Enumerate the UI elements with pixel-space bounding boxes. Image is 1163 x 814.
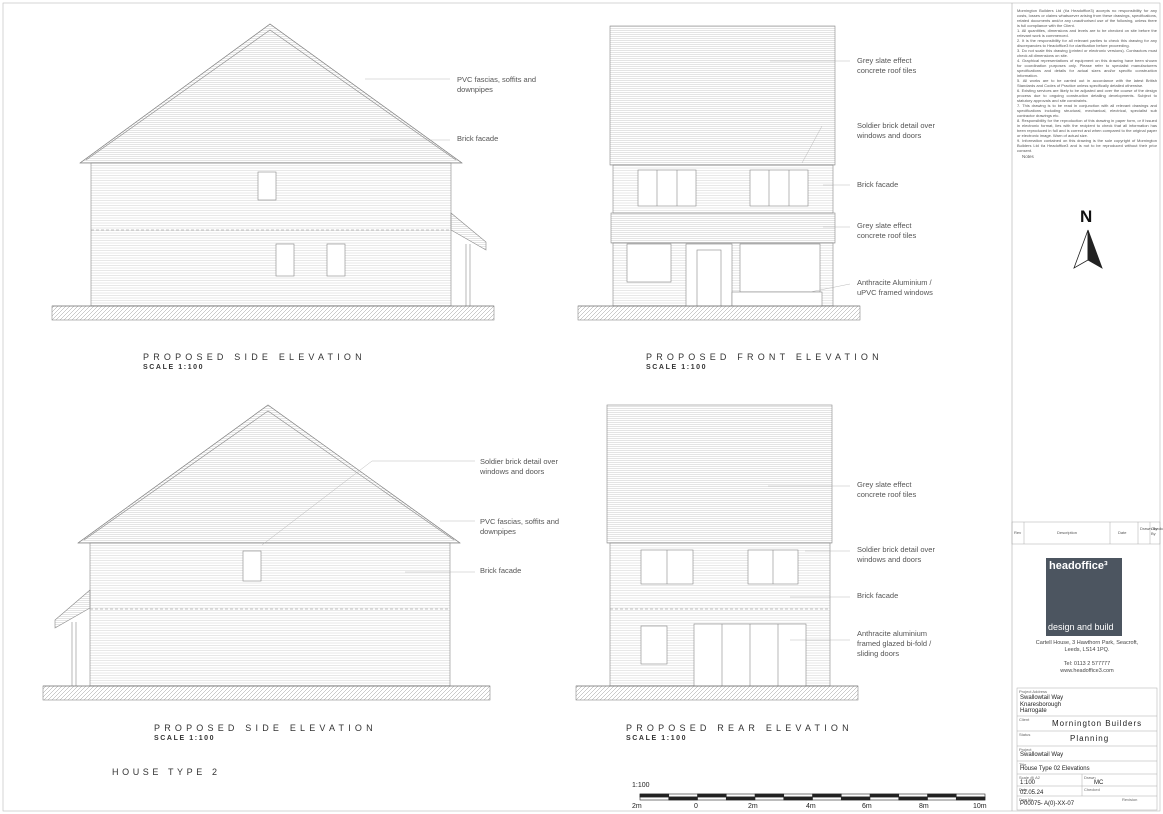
annotation-front-canopy: Grey slate effect concrete roof tiles [857, 221, 917, 240]
scale-bar-block [783, 796, 813, 801]
north-arrow-icon [1073, 229, 1103, 269]
scale-bar-block [812, 793, 842, 798]
annotation-front-brick: Brick facade [857, 180, 899, 189]
scale-value: 1:100 [1020, 780, 1036, 786]
front-elevation-drawing [577, 25, 861, 321]
scale-bar-block [955, 796, 986, 801]
scale-bar-block [840, 796, 871, 801]
checked-label: Checked [1084, 787, 1100, 792]
project-label: Project [1019, 747, 1032, 752]
drawn-value: MC [1094, 780, 1104, 786]
dwg-value: P00075- A(0)-XX-07 [1020, 801, 1075, 807]
company-logo: headoffice³ design and build [1046, 558, 1122, 636]
scale-bar-label: 1:100 [632, 782, 650, 789]
scale-bar-tick-label: 8m [919, 803, 929, 810]
scale-bar-block [869, 793, 900, 798]
rev-drawn-header: Drawn By [1140, 526, 1158, 531]
status-value: Planning [1070, 734, 1110, 743]
annotation-rear-soldier: Soldier brick detail over windows and do… [857, 545, 935, 564]
house-type-label: HOUSE TYPE 2 [112, 767, 221, 777]
title-label: Title [1019, 762, 1027, 767]
view-scale-side-1: SCALE 1:100 [143, 364, 205, 371]
annotation-side2-soldier: Soldier brick detail over windows and do… [480, 457, 558, 476]
scale-bar-tick-label: 6m [862, 803, 872, 810]
scale-bar-tick-label: 0 [694, 803, 698, 810]
notes-label: Notes [1022, 154, 1034, 159]
side-elevation-1-drawing [51, 23, 495, 321]
scale-label: Scale @ A2 [1019, 775, 1040, 780]
drawn-label: Drawn [1084, 775, 1096, 780]
title-block-grid [1016, 687, 1158, 811]
dwg-label: Dwg No. [1019, 797, 1035, 802]
annotation-rear-roof: Grey slate effect concrete roof tiles [857, 480, 917, 499]
annotation-rear-bifold: Anthracite aluminium framed glazed bi-fo… [857, 629, 932, 658]
logo-name: headoffice³ [1049, 560, 1108, 572]
annotation-rear-brick: Brick facade [857, 591, 899, 600]
rev-date-header: Date [1118, 530, 1127, 535]
scale-bar-block [898, 796, 928, 801]
scale-bar-tick-label: 2m [632, 803, 642, 810]
view-title-side-2: PROPOSED SIDE ELEVATION [154, 723, 377, 733]
date-label: Date [1019, 787, 1028, 792]
scale-bar [639, 793, 986, 801]
view-scale-front: SCALE 1:100 [646, 364, 708, 371]
north-label: N [1080, 207, 1093, 226]
revision-label: Revision [1122, 797, 1138, 802]
view-scale-rear: SCALE 1:100 [626, 735, 688, 742]
revision-table [1011, 521, 1161, 545]
rev-header: Rev [1014, 530, 1022, 535]
scale-bar-tick-label: 2m [748, 803, 758, 810]
scale-bar-tick-label: 4m [806, 803, 816, 810]
rev-checked-header: Checked By [1151, 526, 1163, 536]
client-value: Mornington Builders [1052, 719, 1143, 728]
annotation-side2-fascias: PVC fascias, soffits and downpipes [480, 517, 560, 536]
rear-elevation-drawing [575, 404, 859, 701]
title-value: House Type 02 Elevations [1020, 766, 1090, 772]
company-address: Cartell House, 3 Hawthorn Park, Seacroft… [1035, 640, 1139, 674]
scale-bar-block [754, 793, 785, 798]
annotation-front-roof: Grey slate effect concrete roof tiles [857, 56, 917, 75]
logo-tagline: design and build [1048, 622, 1114, 632]
annotation-side1-fascias: PVC fascias, soffits and downpipes [457, 75, 537, 94]
view-title-side-1: PROPOSED SIDE ELEVATION [143, 352, 366, 362]
annotation-side2-brick: Brick facade [480, 566, 522, 575]
scale-bar-block [668, 796, 698, 801]
scale-bar-block [697, 793, 727, 798]
annotation-side1-brick: Brick facade [457, 134, 499, 143]
project-value: Swallowtail Way [1020, 752, 1064, 758]
view-scale-side-2: SCALE 1:100 [154, 735, 216, 742]
rev-description-header: Description [1057, 530, 1078, 535]
annotation-front-windows: Anthracite Aluminium / uPVC framed windo… [857, 278, 933, 297]
side-elevation-2-drawing [42, 404, 491, 701]
annotation-front-soldier: Soldier brick detail over windows and do… [857, 121, 935, 140]
scale-bar-block [725, 796, 756, 801]
project-address-label: Project Address [1019, 689, 1048, 694]
scale-bar-block [639, 793, 670, 798]
view-title-front: PROPOSED FRONT ELEVATION [646, 352, 883, 362]
date-value: 02.05.24 [1020, 790, 1044, 796]
status-label: Status [1019, 732, 1031, 737]
view-title-rear: PROPOSED REAR ELEVATION [626, 723, 853, 733]
general-notes: Mornington Builders Ltd (t/a Headoffice3… [1017, 8, 1157, 153]
project-address: Swallowtail Way Knaresborough Harrogate [1020, 695, 1064, 714]
client-label: Client [1019, 717, 1030, 722]
scale-bar-tick-label: 10m [973, 803, 987, 810]
scale-bar-block [927, 793, 957, 798]
